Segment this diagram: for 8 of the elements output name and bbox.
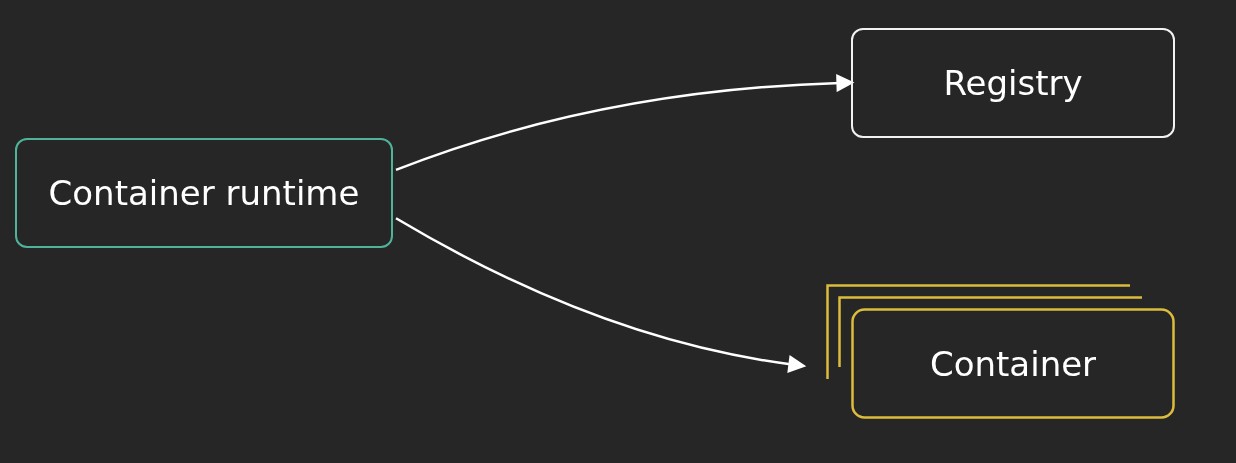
arrow bbox=[395, 217, 807, 373]
arrow bbox=[395, 74, 855, 172]
process-box bbox=[851, 28, 1175, 138]
process-box bbox=[15, 138, 393, 248]
box-label: Registry bbox=[942, 63, 1084, 103]
box-label: Container runtime bbox=[47, 173, 361, 213]
stacked-boxes bbox=[826, 284, 1175, 419]
box-label: Container bbox=[928, 344, 1098, 384]
